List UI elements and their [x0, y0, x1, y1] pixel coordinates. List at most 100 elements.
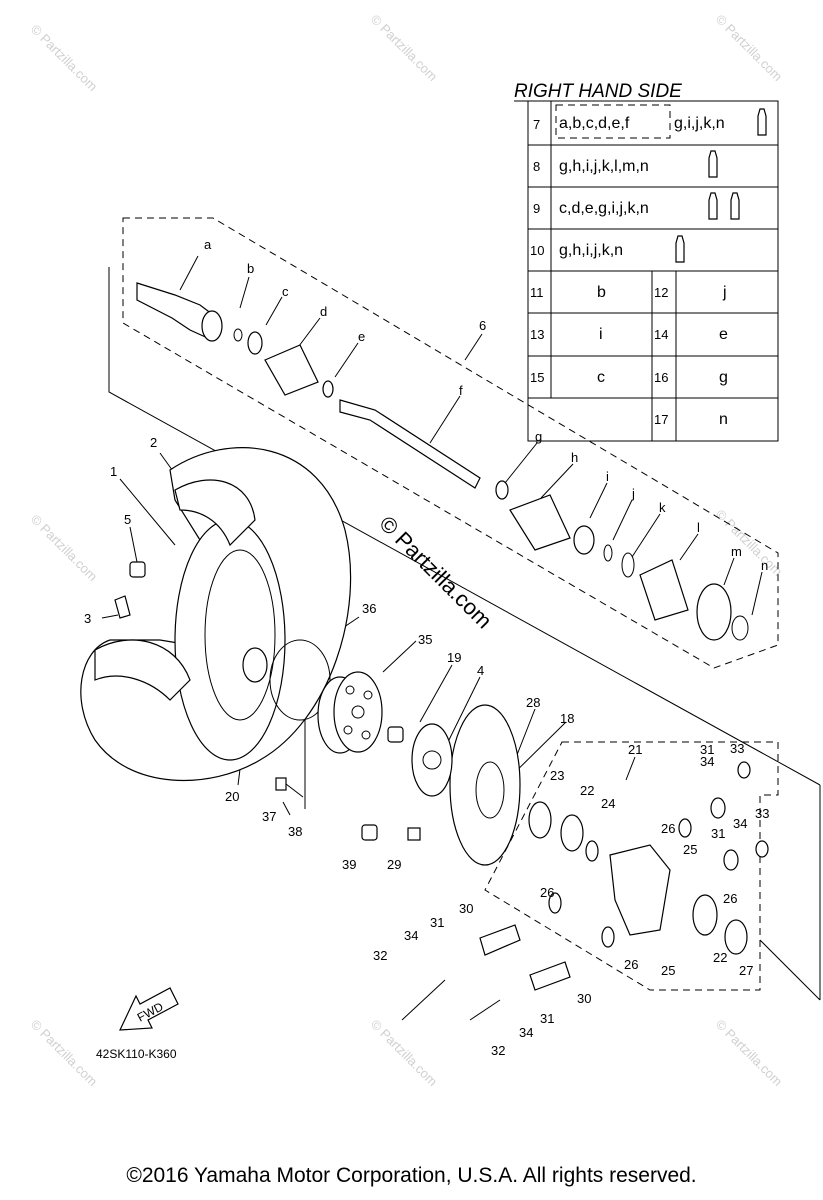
callout-20: 20 [225, 789, 239, 804]
applicability-table: RIGHT HAND SIDE 7 a,b,c,d,e,f g,i,j,k,n … [514, 81, 779, 442]
watermark: © Partzilla.com [713, 1017, 786, 1090]
callout-numbers: 1 2 3 4 5 6 18 19 20 21 22 22 23 24 25 2… [84, 318, 769, 1058]
row-num: 10 [530, 243, 544, 258]
callout-32: 32 [491, 1043, 505, 1058]
watermark: © Partzilla.com [368, 12, 441, 85]
callout-30: 30 [577, 991, 591, 1006]
wheel-tire [80, 447, 352, 781]
callout-2: 2 [150, 435, 157, 450]
callout-d: d [320, 304, 327, 319]
nut [129, 561, 146, 578]
hub-assembly-outline [484, 741, 779, 991]
callout-33: 33 [755, 806, 769, 821]
callout-31: 31 [430, 915, 444, 930]
callout-31: 31 [700, 742, 714, 757]
table-title: RIGHT HAND SIDE [514, 81, 682, 102]
knuckle-assembly [401, 761, 769, 1021]
row-parts: g,i,j,k,n [674, 115, 725, 132]
watermark: © Partzilla.com [368, 1017, 441, 1090]
valve [114, 595, 131, 619]
callout-c: c [282, 284, 289, 299]
callout-18: 18 [560, 711, 574, 726]
callout-26: 26 [540, 885, 554, 900]
row-num: 17 [654, 412, 668, 427]
bolt [407, 827, 421, 841]
row-parts: n [719, 411, 728, 428]
callout-21: 21 [628, 742, 642, 757]
callout-22: 22 [713, 950, 727, 965]
row-num: 8 [533, 159, 540, 174]
row-num: 13 [530, 327, 544, 342]
row-num: 7 [533, 117, 540, 132]
spacer [242, 647, 268, 683]
callout-36: 36 [362, 601, 376, 616]
callout-26: 26 [661, 821, 675, 836]
callout-3: 3 [84, 611, 91, 626]
callout-l: l [697, 520, 700, 535]
row-parts: g,h,i,j,k,l,m,n [559, 158, 649, 175]
callout-letters: a b c d e f g h i j k l m n [204, 237, 768, 573]
callout-4: 4 [477, 663, 484, 678]
callout-34: 34 [404, 928, 418, 943]
callout-h: h [571, 450, 578, 465]
row-num: 15 [530, 370, 544, 385]
callout-22: 22 [580, 783, 594, 798]
row-parts: g [719, 369, 728, 386]
row-parts: c [597, 369, 605, 386]
row-num: 14 [654, 327, 668, 342]
callout-37: 37 [262, 809, 276, 824]
callout-n: n [761, 558, 768, 573]
callout-g: g [535, 429, 542, 444]
diagram-code: 42SK110-K360 [96, 1047, 177, 1061]
row-parts: c,d,e,g,i,j,k,n [559, 200, 649, 217]
grease-tube-icon [675, 108, 767, 263]
bolt [275, 777, 287, 791]
copyright-notice: ©2016 Yamaha Motor Corporation, U.S.A. A… [126, 1164, 697, 1187]
watermark: © Partzilla.com [713, 12, 786, 85]
bearing-hub [411, 723, 453, 797]
row-parts: g,h,i,j,k,n [559, 242, 623, 259]
nut [361, 824, 378, 841]
callout-26: 26 [624, 957, 638, 972]
callout-33: 33 [730, 741, 744, 756]
callout-23: 23 [550, 768, 564, 783]
callout-35: 35 [418, 632, 432, 647]
callout-a: a [204, 237, 212, 252]
callout-26: 26 [723, 891, 737, 906]
callout-5: 5 [124, 512, 131, 527]
callout-25: 25 [683, 842, 697, 857]
callout-j: j [631, 486, 635, 501]
shaft-assembly-outline [122, 217, 779, 669]
callout-k: k [659, 500, 666, 515]
callout-f: f [459, 383, 463, 398]
row-parts: j [722, 284, 727, 301]
nut [387, 726, 404, 743]
callout-24: 24 [601, 796, 615, 811]
callout-34: 34 [700, 754, 714, 769]
callout-30: 30 [459, 901, 473, 916]
fwd-arrow-icon: FWD [119, 987, 179, 1031]
row-parts: b [597, 284, 606, 301]
brake-disc [449, 704, 521, 866]
row-parts: e [719, 326, 728, 343]
callout-34: 34 [519, 1025, 533, 1040]
callout-38: 38 [288, 824, 302, 839]
callout-i: i [606, 469, 609, 484]
callout-39: 39 [342, 857, 356, 872]
watermark: © Partzilla.com [713, 507, 786, 580]
callout-m: m [731, 544, 742, 559]
callout-31: 31 [540, 1011, 554, 1026]
callout-29: 29 [387, 857, 401, 872]
callout-34: 34 [733, 816, 747, 831]
row-parts: a,b,c,d,e,f [559, 115, 630, 132]
watermark: © Partzilla.com [28, 1017, 101, 1090]
callout-25: 25 [661, 963, 675, 978]
watermark: © Partzilla.com [28, 22, 101, 95]
callout-19: 19 [447, 650, 461, 665]
callout-e: e [358, 329, 365, 344]
callout-1: 1 [110, 464, 117, 479]
callout-31: 31 [711, 826, 725, 841]
row-num: 12 [654, 285, 668, 300]
callout-32: 32 [373, 948, 387, 963]
